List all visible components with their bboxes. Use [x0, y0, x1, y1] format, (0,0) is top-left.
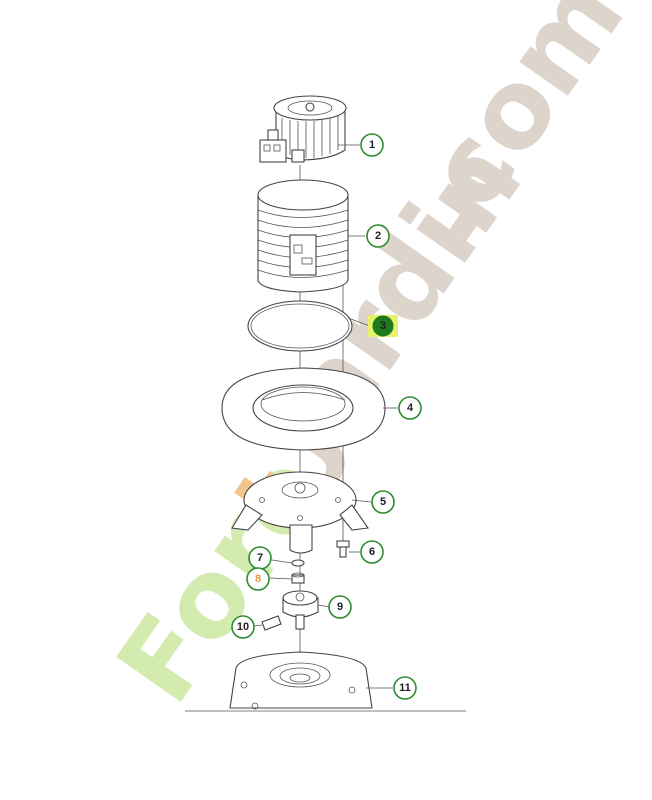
callout-5-label: 5 — [380, 496, 386, 508]
callout-4: 4 — [398, 396, 422, 420]
callout-6-label: 6 — [369, 546, 375, 558]
callout-7: 7 — [248, 546, 272, 570]
callout-3: 3 — [368, 315, 398, 337]
callout-5: 5 — [371, 490, 395, 514]
callout-11: 11 — [393, 676, 417, 700]
part-screw-6 — [336, 540, 350, 558]
callout-9-label: 9 — [337, 601, 343, 613]
watermark: Fore t Jardin .com — [94, 0, 649, 725]
part-gasket-ring — [247, 300, 353, 352]
part-set-screw-10 — [261, 615, 282, 631]
callout-1: 1 — [360, 133, 384, 157]
callout-7-label: 7 — [257, 552, 263, 564]
leader-lines — [253, 144, 398, 689]
callout-2-label: 2 — [375, 230, 381, 242]
callout-10: 10 — [231, 615, 255, 639]
part-mount-plate — [231, 471, 369, 554]
part-housing — [257, 179, 349, 293]
callout-2: 2 — [366, 224, 390, 248]
part-motor — [259, 95, 347, 163]
part-base-plate — [185, 651, 466, 712]
callout-4-label: 4 — [407, 402, 414, 414]
callout-8: 8 — [246, 567, 270, 591]
callout-6: 6 — [360, 540, 384, 564]
part-nut-8 — [291, 572, 305, 584]
callout-1-label: 1 — [369, 139, 375, 151]
callout-8-label: 8 — [255, 573, 261, 585]
callout-3-label: 3 — [380, 320, 386, 332]
callout-11-label: 11 — [399, 682, 411, 694]
part-blade-hub — [282, 590, 319, 630]
part-cover-plate — [221, 367, 386, 451]
callout-9: 9 — [328, 595, 352, 619]
part-washer-7 — [291, 559, 305, 567]
callout-10-label: 10 — [237, 621, 249, 633]
